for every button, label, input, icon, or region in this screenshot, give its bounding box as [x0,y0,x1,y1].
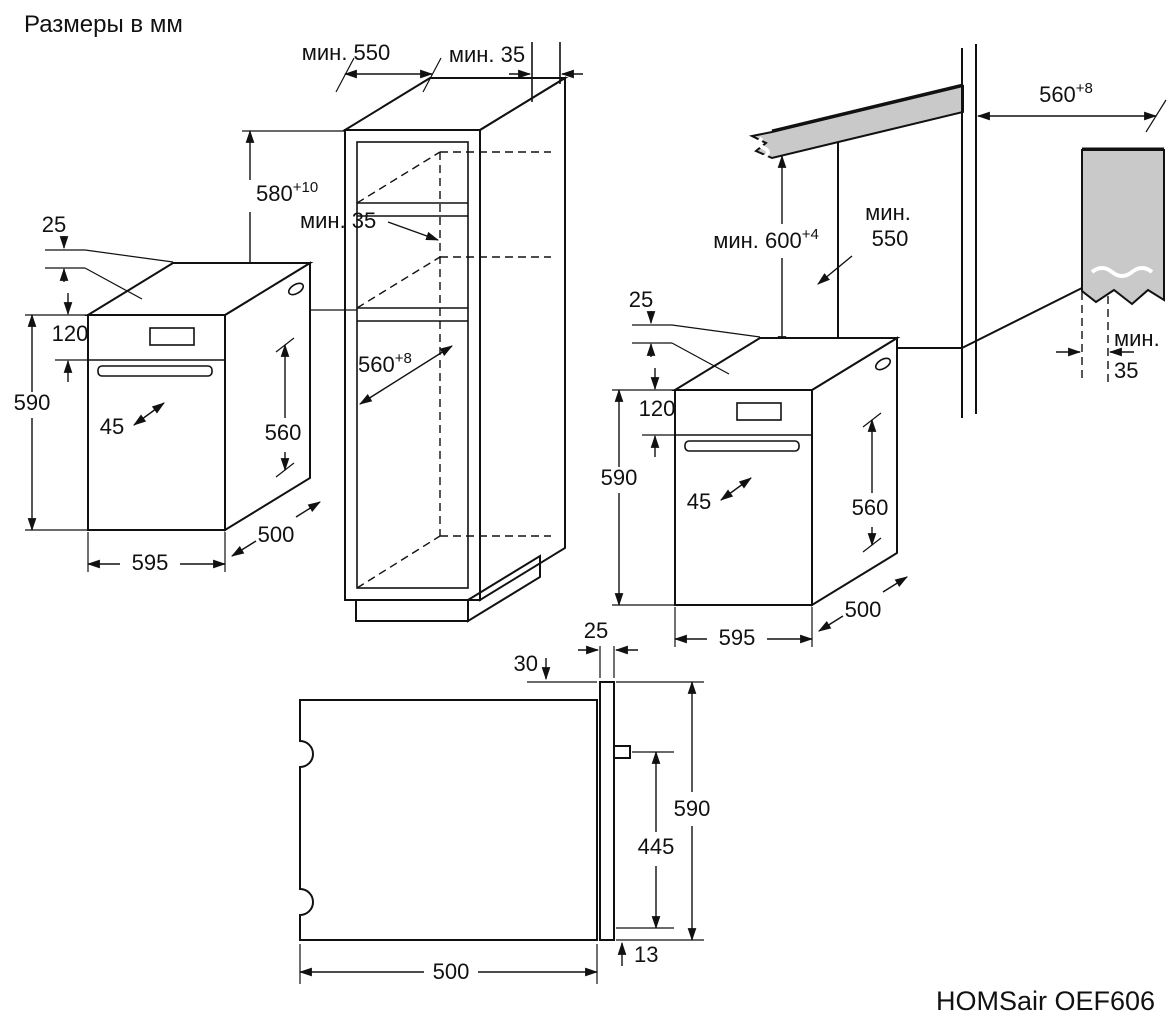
oven-right: 25 120 590 45 560 595 [601,287,908,650]
oven-left-vent [287,282,305,296]
dim-oven-left-top: 25 [42,212,66,237]
dim-oven-right-panel: 120 [639,396,676,421]
dim-back-gap-word: мин. [1114,326,1160,351]
oven-left: 25 120 590 45 560 595 [14,212,321,575]
cabinet-side-face [479,76,566,602]
dim-side-door: 25 [584,618,608,643]
dim-oven-left-depth-body: 560 [265,420,302,445]
side-view-door [599,681,615,941]
dim-oven-left-handle-depth: 45 [100,414,124,439]
dim-side-handle-bottom: 445 [638,834,675,859]
dim-oven-left-height: 590 [14,390,51,415]
dim-oven-left-panel: 120 [52,321,89,346]
dim-side-height: 590 [674,796,711,821]
cabinet-plinth [355,599,469,622]
dim-back-gap-value: 35 [1114,358,1138,383]
dim-cabinet-shelf-back-gap: мин. 35 [300,208,376,233]
oven-right-handle [684,440,800,452]
dim-niche-depth: 560+8 [1039,80,1093,107]
dim-side-body-depth: 500 [433,959,470,984]
dim-niche-height: мин. 600+4 [713,226,819,253]
dim-interior-depth-word: мин. [865,200,911,225]
dim-side-lower-edge: 13 [634,942,658,967]
side-wall-panel [1081,149,1165,306]
tall-cabinet-diagram: мин. 550 мин. 35 580+10 мин. 35 560+8 [242,40,583,623]
dim-interior-depth-value: 550 [872,226,909,251]
oven-left-handle [97,365,213,377]
dim-oven-right-top: 25 [629,287,653,312]
built-under-diagram: 560+8 мин. 600+4 мин. 550 мин. 35 [713,44,1167,418]
dim-oven-right-handle-depth: 45 [687,489,711,514]
side-view-diagram: 25 30 590 445 13 500 [298,618,711,984]
oven-right-display [736,402,782,421]
dim-cabinet-top-back-gap: мин. 35 [449,42,525,67]
cabinet-inner-frame [356,141,469,589]
oven-left-display [149,327,195,346]
dim-cabinet-niche-height: 580+10 [256,179,318,206]
page-title: Размеры в мм [24,11,183,38]
dim-side-top-offset: 30 [514,651,538,676]
dim-oven-right-depth: 500 [845,597,882,622]
side-view-handle [613,745,631,759]
dim-oven-right-height: 590 [601,465,638,490]
side-view-body [299,699,598,941]
model-name: HOMSair OEF606 [936,986,1155,1016]
dim-cabinet-niche-depth: 560+8 [358,350,412,377]
worktop [748,84,964,160]
dim-oven-right-depth-body: 560 [852,495,889,520]
dim-cabinet-top-depth: мин. 550 [302,40,391,65]
dim-oven-right-width: 595 [719,625,756,650]
oven-right-vent [874,357,892,371]
dim-oven-left-depth: 500 [258,522,295,547]
dim-oven-left-width: 595 [132,550,169,575]
